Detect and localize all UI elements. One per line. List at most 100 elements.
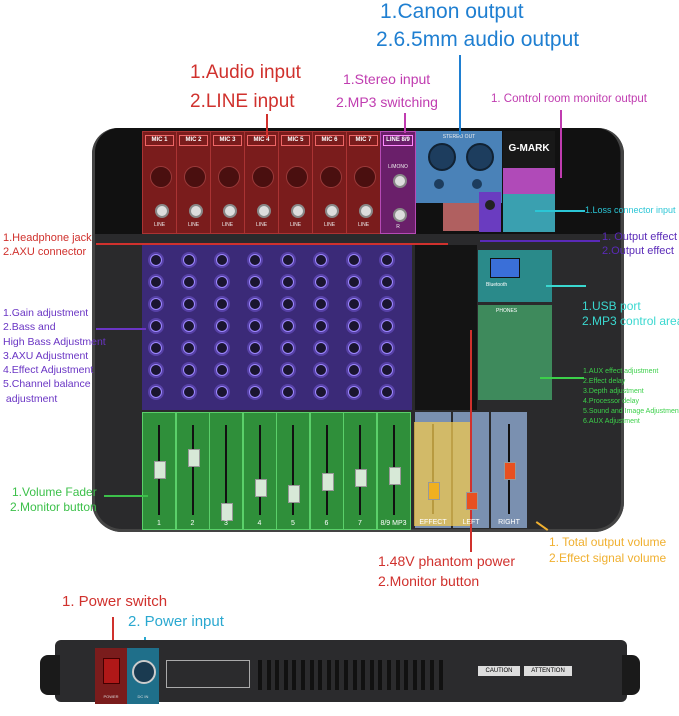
line-input-jack[interactable]	[290, 204, 305, 218]
channel-knob[interactable]	[249, 276, 261, 288]
channel-knob[interactable]	[282, 342, 294, 354]
jack-out-left[interactable]	[434, 179, 444, 189]
channel-knob[interactable]	[315, 364, 327, 376]
fader-cap[interactable]	[288, 485, 300, 503]
xlr-input-jack[interactable]	[319, 166, 342, 188]
channel-knob[interactable]	[381, 298, 393, 310]
channel-knob[interactable]	[315, 320, 327, 332]
channel-knob[interactable]	[183, 276, 195, 288]
fader-cap[interactable]	[254, 479, 267, 497]
channel-knob[interactable]	[348, 386, 360, 398]
xlr-input-jack[interactable]	[353, 166, 376, 188]
channel-knob[interactable]	[249, 298, 261, 310]
mic-label: MIC 5	[281, 135, 310, 146]
channel-knob[interactable]	[183, 342, 195, 354]
channel-fader-strip: 6	[309, 412, 344, 530]
fader-cap[interactable]	[187, 449, 200, 467]
channel-knob[interactable]	[381, 342, 393, 354]
channel-knob[interactable]	[249, 364, 261, 376]
channel-knob[interactable]	[183, 386, 195, 398]
line-input-jack[interactable]	[324, 204, 339, 218]
channel-knob[interactable]	[348, 276, 360, 288]
xlr-input-jack[interactable]	[251, 166, 274, 188]
channel-knob[interactable]	[381, 386, 393, 398]
gain-pointer	[96, 328, 146, 330]
channel-knob[interactable]	[348, 364, 360, 376]
channel-knob[interactable]	[348, 298, 360, 310]
fader-cap[interactable]	[221, 503, 233, 521]
channel-knob[interactable]	[216, 386, 228, 398]
fader-cap[interactable]	[355, 469, 367, 487]
xlr-input-jack[interactable]	[183, 166, 206, 188]
xlr-out-right[interactable]	[466, 143, 494, 171]
channel-knob[interactable]	[348, 320, 360, 332]
rear-dc-label: DC IN	[137, 694, 149, 699]
channel-knob[interactable]	[249, 342, 261, 354]
power-switch-panel: POWER	[95, 648, 127, 704]
channel-knob[interactable]	[150, 342, 162, 354]
xlr-input-jack[interactable]	[149, 166, 172, 188]
master-fader-cap[interactable]	[504, 462, 516, 480]
channel-knob[interactable]	[150, 364, 162, 376]
channel-knob[interactable]	[216, 342, 228, 354]
lmono-jack[interactable]	[393, 174, 407, 188]
channel-knob[interactable]	[348, 254, 360, 266]
channel-knob[interactable]	[216, 298, 228, 310]
line-input-jack[interactable]	[358, 204, 373, 218]
fader-cap[interactable]	[388, 467, 401, 485]
headphone-pointer	[96, 243, 448, 245]
headphone-jack[interactable]	[485, 200, 495, 210]
channel-knob[interactable]	[249, 386, 261, 398]
line-input-jack[interactable]	[256, 204, 271, 218]
channel-knob[interactable]	[183, 320, 195, 332]
channel-knob[interactable]	[150, 320, 162, 332]
channel-knob[interactable]	[348, 342, 360, 354]
channel-knob[interactable]	[315, 298, 327, 310]
power-input-panel: DC IN	[127, 648, 159, 704]
channel-knob[interactable]	[282, 386, 294, 398]
xlr-input-jack[interactable]	[217, 166, 240, 188]
channel-knob[interactable]	[315, 254, 327, 266]
xlr-out-left[interactable]	[428, 143, 456, 171]
channel-knob[interactable]	[249, 320, 261, 332]
channel-knob[interactable]	[315, 276, 327, 288]
channel-knob[interactable]	[216, 276, 228, 288]
line-input-jack[interactable]	[222, 204, 237, 218]
r-jack[interactable]	[393, 208, 407, 222]
channel-knob[interactable]	[150, 276, 162, 288]
channel-knob[interactable]	[183, 364, 195, 376]
channel-knob[interactable]	[249, 254, 261, 266]
channel-knob[interactable]	[150, 298, 162, 310]
master-fader-cap[interactable]	[466, 492, 478, 510]
fader-cap[interactable]	[321, 473, 334, 491]
channel-knob[interactable]	[381, 364, 393, 376]
power-input-socket[interactable]	[132, 660, 156, 684]
channel-knob[interactable]	[381, 276, 393, 288]
vent-slot	[283, 660, 288, 690]
channel-knob[interactable]	[183, 254, 195, 266]
channel-knob[interactable]	[282, 320, 294, 332]
channel-knob[interactable]	[216, 364, 228, 376]
master-fader-cap[interactable]	[428, 482, 440, 500]
channel-knob[interactable]	[282, 254, 294, 266]
channel-knob[interactable]	[183, 298, 195, 310]
channel-knob[interactable]	[381, 254, 393, 266]
line-input-jack[interactable]	[154, 204, 169, 218]
channel-knob[interactable]	[282, 298, 294, 310]
xlr-input-jack[interactable]	[285, 166, 308, 188]
channel-knob[interactable]	[150, 254, 162, 266]
fader-cap[interactable]	[154, 461, 166, 479]
stereo-out-label: STEREO OUT	[442, 134, 476, 140]
channel-knob[interactable]	[216, 320, 228, 332]
line-input-jack[interactable]	[188, 204, 203, 218]
channel-knob[interactable]	[315, 342, 327, 354]
channel-knob[interactable]	[381, 320, 393, 332]
channel-knob[interactable]	[282, 364, 294, 376]
channel-knob[interactable]	[282, 276, 294, 288]
power-switch[interactable]	[103, 658, 120, 684]
channel-knob[interactable]	[150, 386, 162, 398]
channel-knob[interactable]	[315, 386, 327, 398]
jack-out-right[interactable]	[472, 179, 482, 189]
channel-knob[interactable]	[216, 254, 228, 266]
